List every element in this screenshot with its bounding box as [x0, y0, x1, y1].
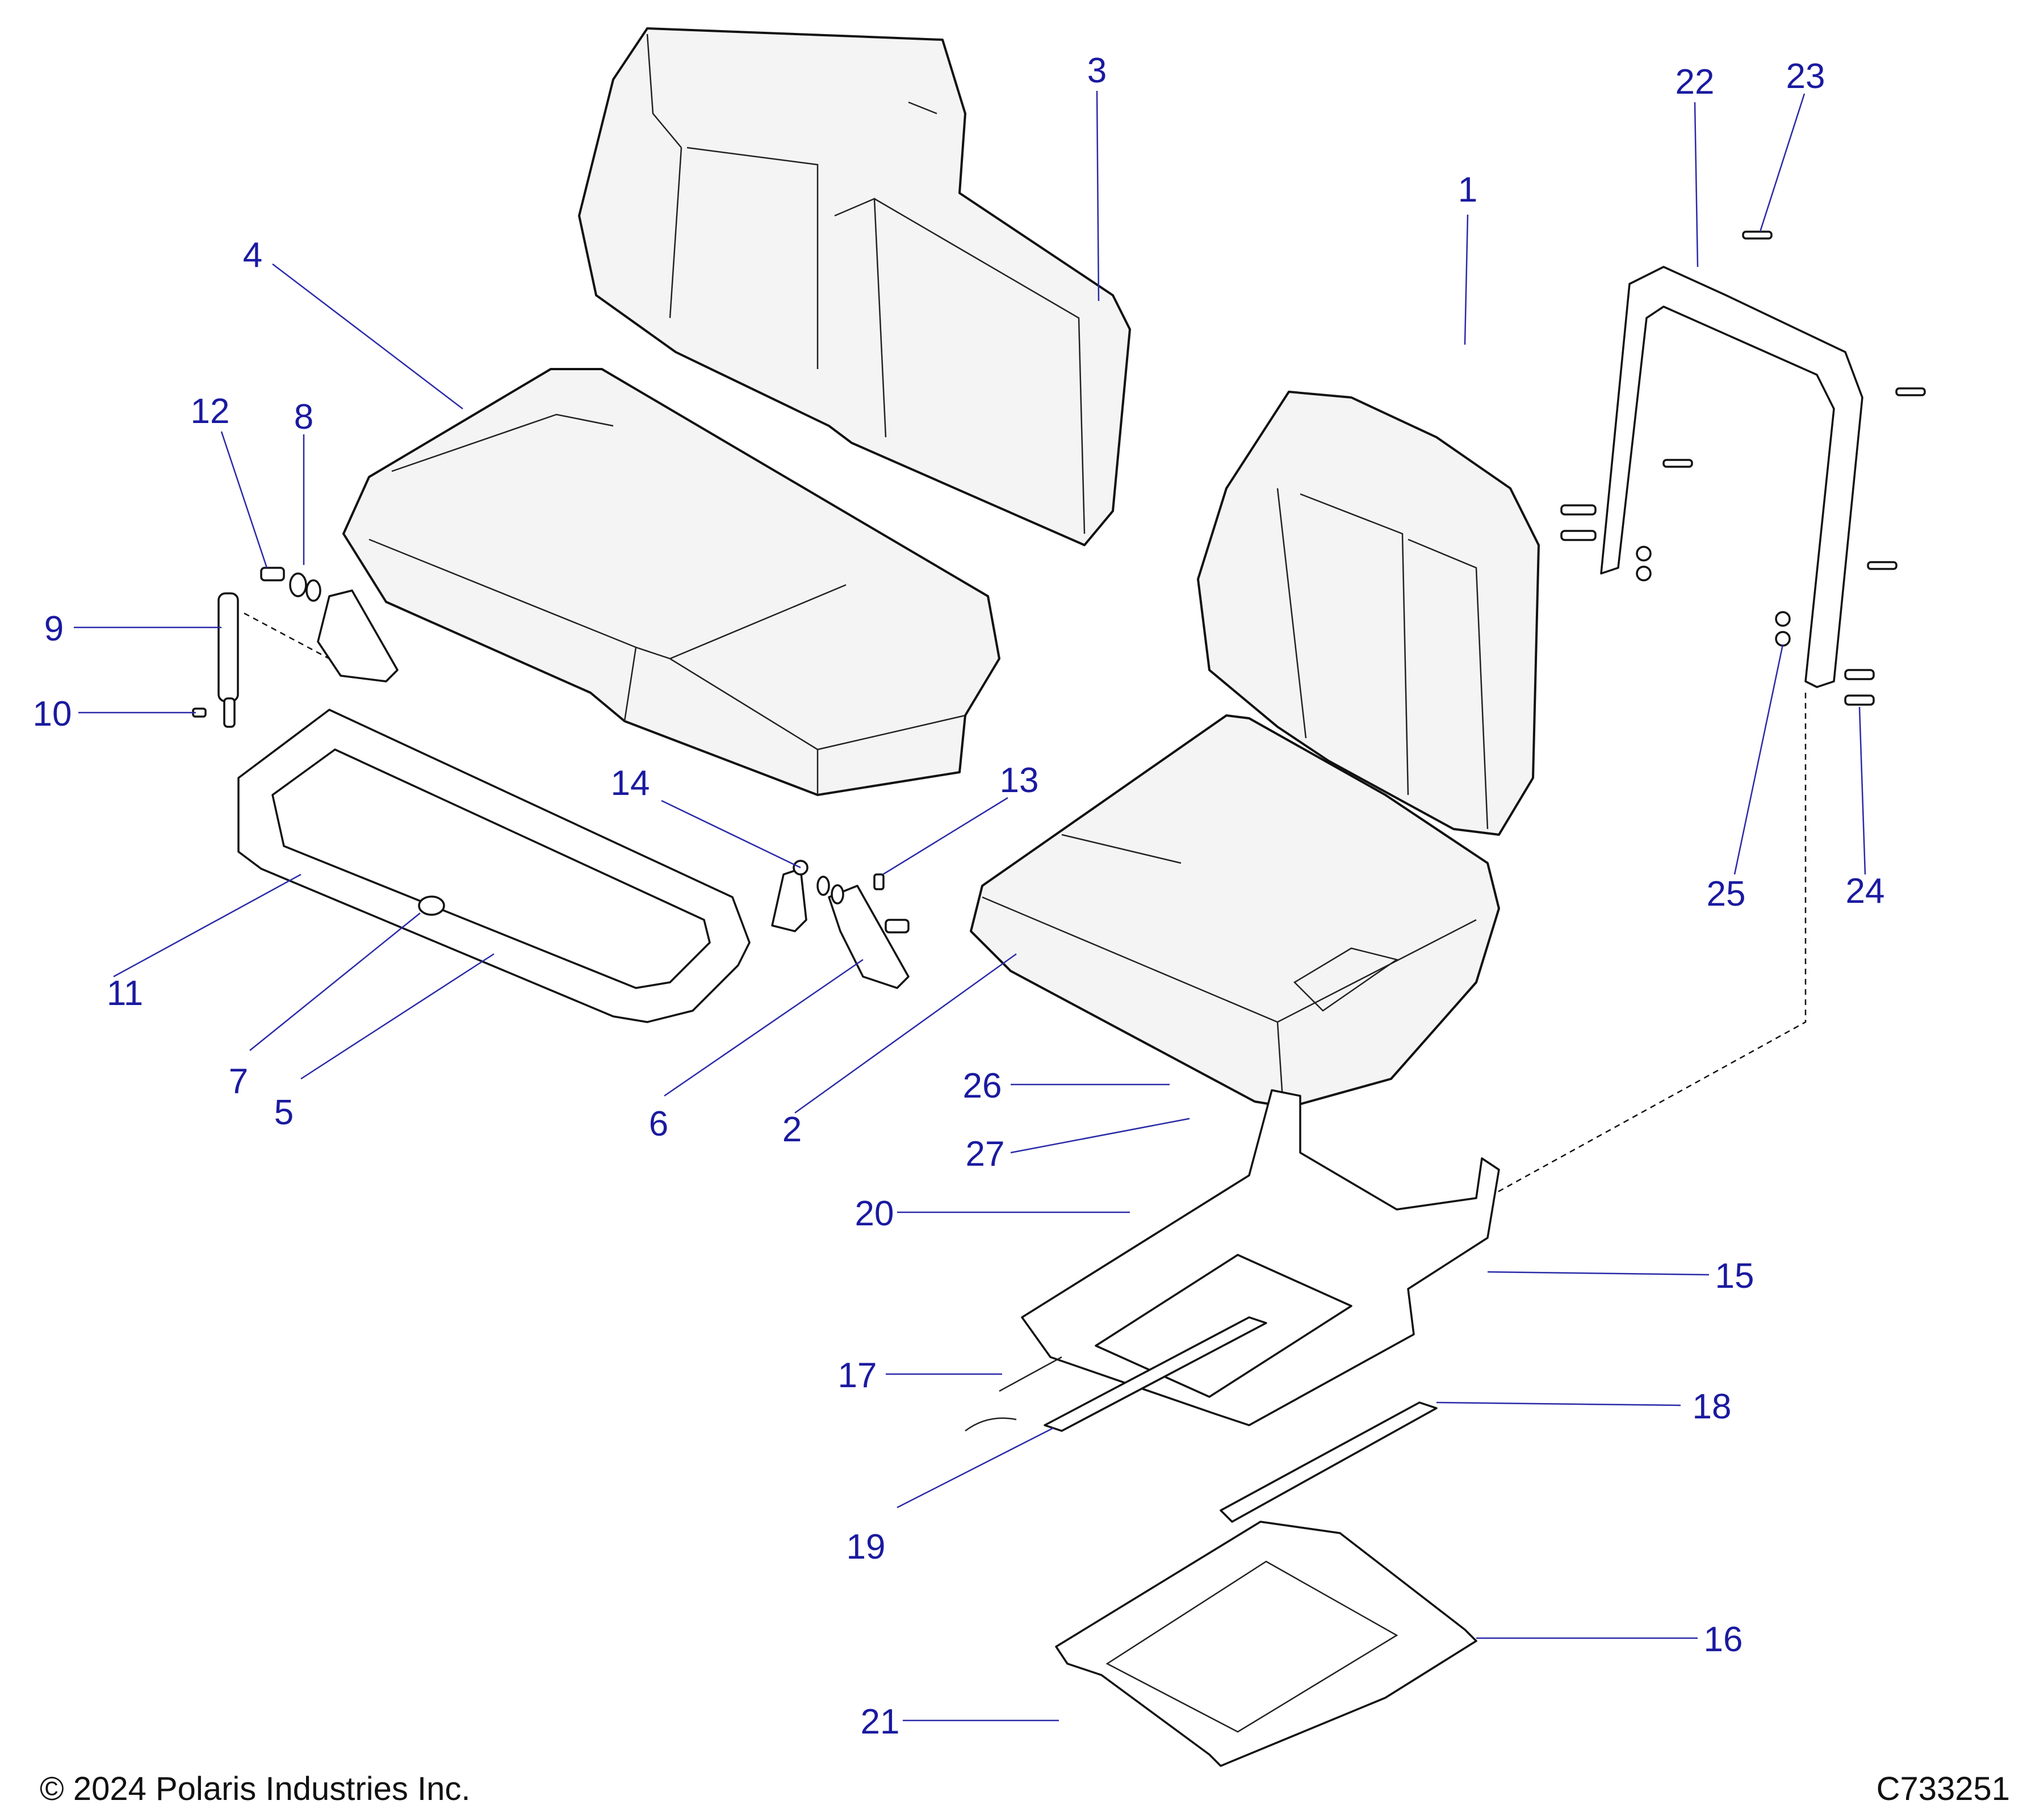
gas-strut-part	[192, 567, 399, 728]
single-cushion-part	[970, 714, 1500, 1108]
callout-23: 23	[1786, 57, 1825, 96]
bench-cushion-part	[342, 368, 1000, 796]
callout-4: 4	[243, 236, 262, 275]
callout-9: 9	[44, 609, 64, 648]
callout-15: 15	[1715, 1257, 1754, 1296]
callout-1: 1	[1458, 170, 1477, 210]
callout-21: 21	[861, 1702, 900, 1741]
callout-14: 14	[611, 764, 650, 803]
handle-hardware	[1560, 231, 1926, 706]
callout-13: 13	[1000, 761, 1039, 800]
single-backrest-part	[1197, 391, 1540, 836]
seat-base-part	[1021, 1089, 1500, 1426]
bench-frame-part	[237, 709, 751, 1023]
leader-lines	[74, 90, 1866, 1722]
callout-8: 8	[294, 397, 313, 437]
callout-25: 25	[1707, 874, 1746, 914]
callout-11: 11	[107, 974, 143, 1013]
callout-2: 2	[782, 1110, 802, 1149]
callout-16: 16	[1704, 1620, 1743, 1659]
callout-3: 3	[1087, 51, 1107, 90]
callout-5: 5	[274, 1093, 294, 1132]
mount-plate-part	[1055, 1521, 1477, 1767]
bumper-part	[418, 895, 445, 916]
callout-22: 22	[1676, 62, 1715, 102]
callout-10: 10	[33, 694, 72, 734]
callout-18: 18	[1693, 1387, 1732, 1426]
callout-6: 6	[649, 1104, 668, 1144]
callout-27: 27	[966, 1134, 1005, 1174]
callout-12: 12	[191, 392, 230, 431]
hinge-bracket-part	[771, 860, 910, 989]
diagram-id: C733251	[1877, 1770, 2010, 1807]
callout-24: 24	[1846, 872, 1885, 911]
grab-handle-part	[1476, 266, 1863, 1205]
copyright-text: © 2024 Polaris Industries Inc.	[40, 1770, 470, 1807]
bench-backrest-part	[578, 27, 1131, 546]
callout-19: 19	[847, 1527, 886, 1567]
callout-labels: 1 2 3 4 5 6 7 8 9 10 11 12 13 14 15 16 1…	[33, 51, 1885, 1741]
callout-20: 20	[855, 1194, 894, 1233]
callout-7: 7	[229, 1062, 248, 1101]
slider-rails-part	[965, 1316, 1438, 1523]
callout-17: 17	[838, 1356, 877, 1395]
callout-26: 26	[963, 1066, 1002, 1106]
